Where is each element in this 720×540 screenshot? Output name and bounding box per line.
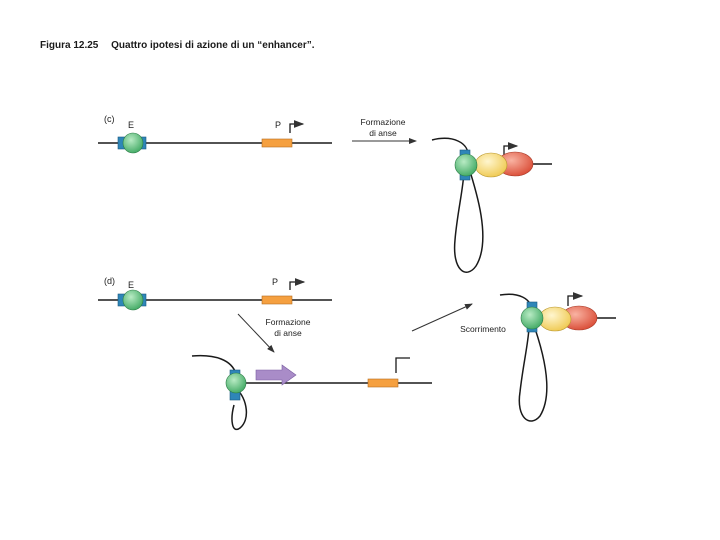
panel-d-intermediate-activator-protein <box>225 372 247 394</box>
panel-d-slide-arrow <box>255 364 297 386</box>
panel-d-process-arrow-2 <box>411 303 473 332</box>
panel-d-yellow-protein <box>538 306 572 332</box>
panel-c-loop-activator-protein <box>454 153 478 177</box>
panel-c-arrow-label-2: di anse <box>369 128 397 138</box>
panel-c-arrow-label-1: Formazione <box>361 117 406 127</box>
panel-d-loop-start-arrow <box>567 292 584 306</box>
panel-d-arrow2-label: Scorrimento <box>460 324 506 334</box>
panel-c-activator-protein <box>122 132 144 154</box>
panel-c-transcription-start-arrow <box>289 120 305 133</box>
panel-d-enhancer-label: E <box>128 280 134 290</box>
panel-c-promoter <box>261 138 293 148</box>
panel-d: (d) E P Formazione di anse Scorrimento <box>98 276 616 431</box>
panel-d-transcription-start-arrow <box>289 278 306 290</box>
panel-d-promoter-label: P <box>272 277 278 287</box>
panel-d-arrow1-label-2: di anse <box>274 328 302 338</box>
panel-d-intermediate-start-marker <box>395 357 410 373</box>
caption-title: Figura 12.25 <box>40 40 99 51</box>
panel-d-loop-activator-protein <box>520 306 544 330</box>
panel-c-tag: (c) <box>104 114 115 124</box>
panel-d-intermediate-loop <box>191 354 248 431</box>
panel-d-intermediate-promoter <box>367 378 399 388</box>
panel-d-activator-protein <box>122 289 144 311</box>
caption-text: Quattro ipotesi di azione di un “enhance… <box>111 40 315 51</box>
panel-c-promoter-label: P <box>275 120 281 130</box>
panel-d-promoter <box>261 295 293 305</box>
panel-c-yellow-protein <box>474 152 508 178</box>
figure-caption: Figura 12.25 Quattro ipotesi di azione d… <box>40 40 315 51</box>
panel-c-enhancer-label: E <box>128 120 134 130</box>
panel-c: (c) E P Formazione di anse <box>98 114 552 273</box>
panel-d-arrow1-label-1: Formazione <box>266 317 311 327</box>
panel-c-loop-start-arrow <box>503 142 519 156</box>
panel-d-tag: (d) <box>104 276 115 286</box>
panel-d-process-arrow-1 <box>237 313 275 353</box>
